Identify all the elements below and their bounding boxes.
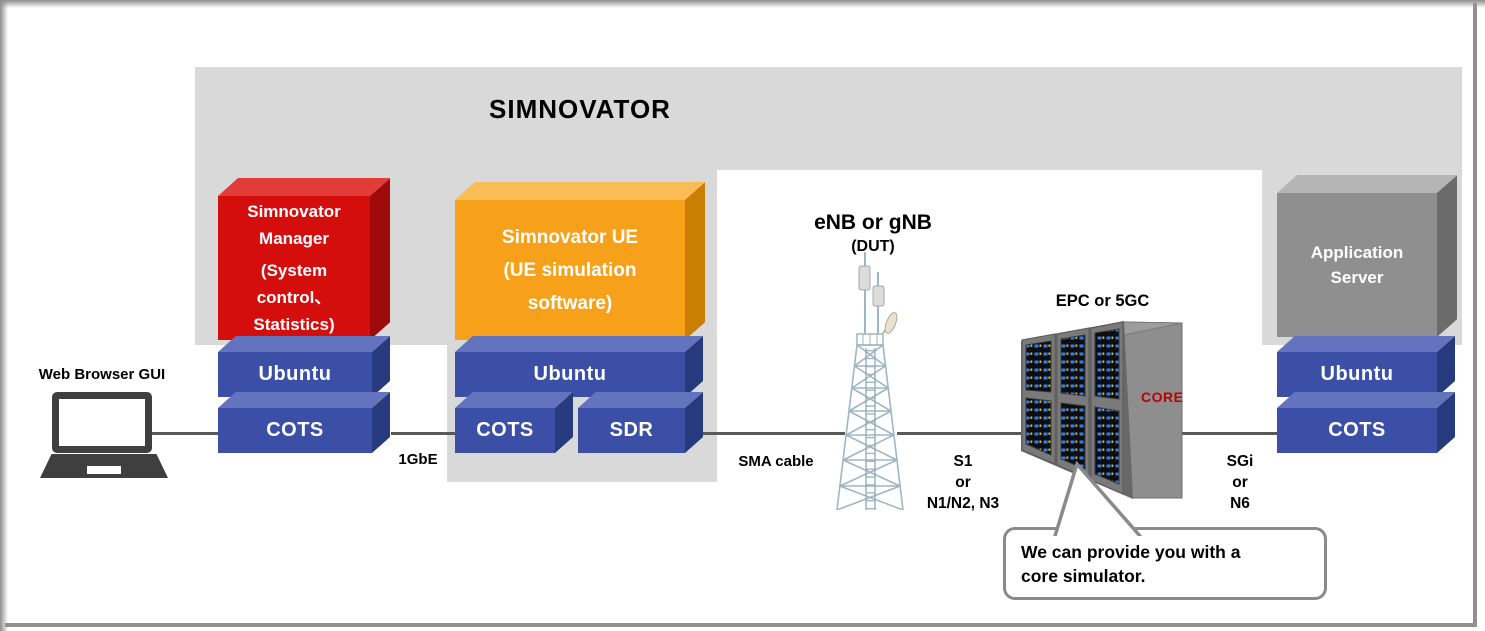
- app-server-side-face: [1437, 175, 1457, 337]
- ue-cots-label: COTS: [455, 408, 555, 453]
- sgi-line1: SGi: [1226, 453, 1254, 470]
- ue-ubuntu-box: Ubuntu: [455, 336, 703, 397]
- sgi-line3: N6: [1230, 495, 1250, 512]
- manager-line5: Statistics): [253, 315, 335, 334]
- ue-box-label: Simnovator UE (UE simulation software): [455, 200, 685, 340]
- ue-cots-top-face: [455, 392, 573, 408]
- app-line2: Server: [1330, 268, 1384, 287]
- manager-line4: control、: [256, 288, 332, 307]
- app-cots-label: COTS: [1277, 408, 1437, 453]
- app-line1: Application: [1310, 243, 1404, 262]
- callout-line2: core simulator.: [1021, 565, 1146, 586]
- app-cots-box: COTS: [1277, 392, 1455, 453]
- core-simulator-callout: We can provide you with a core simulator…: [1003, 527, 1327, 600]
- server-rack-icon: CORE: [1021, 321, 1183, 499]
- manager-cots-box: COTS: [218, 392, 390, 453]
- s1-line2: or: [955, 474, 971, 491]
- manager-cots-label: COTS: [218, 408, 372, 453]
- manager-ubuntu-label: Ubuntu: [218, 352, 372, 397]
- app-cots-top-face: [1277, 392, 1455, 408]
- manager-box: Simnovator Manager (System control、 Stat…: [218, 178, 390, 340]
- ue-box-top-face: [455, 182, 705, 200]
- manager-line2: Manager: [259, 229, 329, 248]
- ue-sdr-label: SDR: [578, 408, 685, 453]
- laptop-screen: [52, 392, 152, 453]
- laptop-slot: [87, 466, 121, 474]
- ue-ubuntu-label: Ubuntu: [455, 352, 685, 397]
- manager-cots-top-face: [218, 392, 390, 408]
- manager-line1: Simnovator: [247, 202, 341, 221]
- ue-line2: (UE simulation: [503, 259, 637, 281]
- app-ubuntu-label: Ubuntu: [1277, 352, 1437, 397]
- cable-sma-left: [703, 432, 845, 435]
- callout-line1: We can provide you with a: [1021, 541, 1241, 562]
- sgi-line2: or: [1232, 474, 1248, 491]
- ue-sdr-top-face: [578, 392, 703, 408]
- manager-ubuntu-top-face: [218, 336, 390, 352]
- cell-tower-icon: [836, 252, 904, 510]
- s1-line1: S1: [953, 453, 973, 470]
- frame-edge-left: [0, 0, 8, 631]
- frame-edge-right: [1473, 3, 1477, 624]
- manager-line3: (System: [260, 261, 328, 280]
- manager-box-top-face: [218, 178, 390, 196]
- ue-box: Simnovator UE (UE simulation software): [455, 182, 705, 340]
- manager-box-side-face: [370, 178, 390, 340]
- frame-edge-top: [0, 0, 1485, 8]
- enb-subtitle: (DUT): [851, 238, 895, 255]
- diagram-title: SIMNOVATOR: [489, 94, 671, 124]
- ue-line3: software): [527, 292, 613, 314]
- core-side-label: CORE: [1141, 389, 1183, 405]
- app-server-label: Application Server: [1277, 193, 1437, 337]
- enb-title: eNB or gNB: [814, 211, 932, 234]
- cable-laptop-to-cots: [150, 432, 218, 435]
- ue-line1: Simnovator UE: [501, 226, 639, 248]
- cable-1gbe: [391, 432, 455, 435]
- core-title: EPC or 5GC: [1055, 292, 1150, 310]
- web-browser-label: Web Browser GUI: [38, 366, 166, 383]
- ue-sdr-box: SDR: [578, 392, 703, 453]
- simnovator-panel-top: [195, 67, 1462, 170]
- app-ubuntu-box: Ubuntu: [1277, 336, 1455, 397]
- link-label-sma-cable: SMA cable: [738, 453, 814, 470]
- callout-tail: [1053, 460, 1142, 536]
- cable-sma-right: [897, 432, 1022, 435]
- app-server-top-face: [1277, 175, 1457, 193]
- manager-ubuntu-box: Ubuntu: [218, 336, 390, 397]
- link-label-s1: S1 or N1/N2, N3: [915, 451, 1011, 514]
- frame-edge-bottom: [5, 623, 1477, 627]
- ue-box-side-face: [685, 182, 705, 340]
- link-label-1gbe: 1GbE: [398, 451, 438, 468]
- app-server-box: Application Server: [1277, 175, 1457, 337]
- ue-cots-box: COTS: [455, 392, 573, 453]
- manager-box-label: Simnovator Manager (System control、 Stat…: [218, 196, 370, 340]
- cable-sgi: [1182, 432, 1277, 435]
- link-label-sgi: SGi or N6: [1212, 451, 1268, 514]
- s1-line3: N1/N2, N3: [926, 495, 1000, 512]
- app-ubuntu-top-face: [1277, 336, 1455, 352]
- ue-ubuntu-top-face: [455, 336, 703, 352]
